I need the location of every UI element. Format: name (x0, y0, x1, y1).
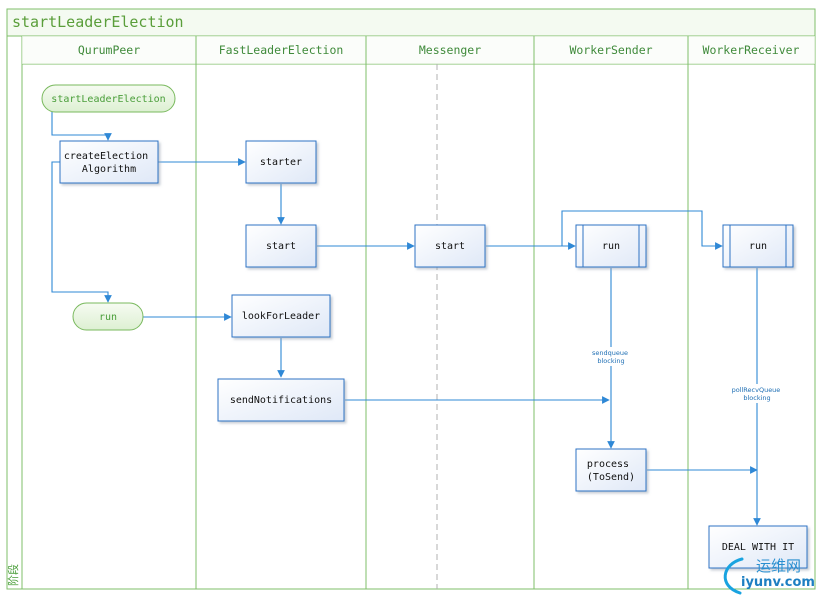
title-bar (6, 8, 816, 37)
svg-text:starter: starter (260, 157, 302, 168)
watermark-swoosh-icon (723, 557, 744, 595)
node-create-label: createElection Algorithm (64, 151, 154, 175)
pollrecvqueue-label-bg (729, 384, 785, 403)
node-workerreceiver-run: run (722, 224, 794, 268)
node-sendnotifications: sendNotifications (217, 378, 345, 422)
edge-start-to-create (51, 112, 112, 141)
svg-text:start: start (435, 241, 465, 252)
svg-text:DEAL WITH IT: DEAL WITH IT (722, 542, 794, 553)
node-run-terminator: run (72, 302, 144, 331)
lane-header-band (22, 36, 815, 64)
node-fle-start: start (245, 224, 317, 268)
lane-header-fastleaderelection: FastLeaderElection (219, 43, 344, 57)
svg-text:run: run (749, 241, 767, 252)
svg-text:sendNotifications: sendNotifications (230, 395, 332, 406)
node-lookforleader: lookForLeader (231, 294, 331, 338)
node-process-label: process (ToSend) (587, 459, 635, 483)
watermark-domain: iyunv.com (741, 575, 815, 590)
svg-text:run: run (602, 241, 620, 252)
watermark-brand: 运维网 (756, 557, 801, 575)
svg-text:lookForLeader: lookForLeader (242, 311, 320, 322)
edge-create-to-run (51, 161, 112, 303)
node-messenger-start: start (414, 224, 486, 268)
diagram-title: startLeaderElection (12, 13, 184, 31)
svg-text:startLeaderElection: startLeaderElection (51, 94, 165, 105)
lane-header-messenger: Messenger (419, 43, 481, 57)
lane-header-workersender: WorkerSender (569, 43, 652, 57)
node-workersender-run: run (575, 224, 647, 268)
lane-header-qurumpeer: QurumPeer (78, 43, 140, 57)
node-startleaderelection: startLeaderElection (41, 84, 176, 113)
node-starter: starter (245, 140, 317, 184)
sendqueue-label: sendqueue blocking (592, 349, 630, 365)
edge-msg-start-to-wr-run (561, 210, 723, 250)
phase-label: 阶段 (6, 564, 20, 586)
svg-text:start: start (266, 241, 296, 252)
lane-header-workerreceiver: WorkerReceiver (703, 43, 800, 57)
node-deal-with-it: DEAL WITH IT (708, 525, 808, 569)
pollrecvqueue-label: pollRecvQueue blocking (732, 386, 783, 402)
watermark-logo: 运维网 iyunv.com (723, 557, 815, 595)
svg-text:run: run (99, 312, 117, 323)
node-createelectionalgorithm: createElection Algorithm (59, 140, 159, 184)
node-process-tosend: process (ToSend) (575, 448, 647, 492)
sendqueue-label-bg (590, 347, 632, 366)
